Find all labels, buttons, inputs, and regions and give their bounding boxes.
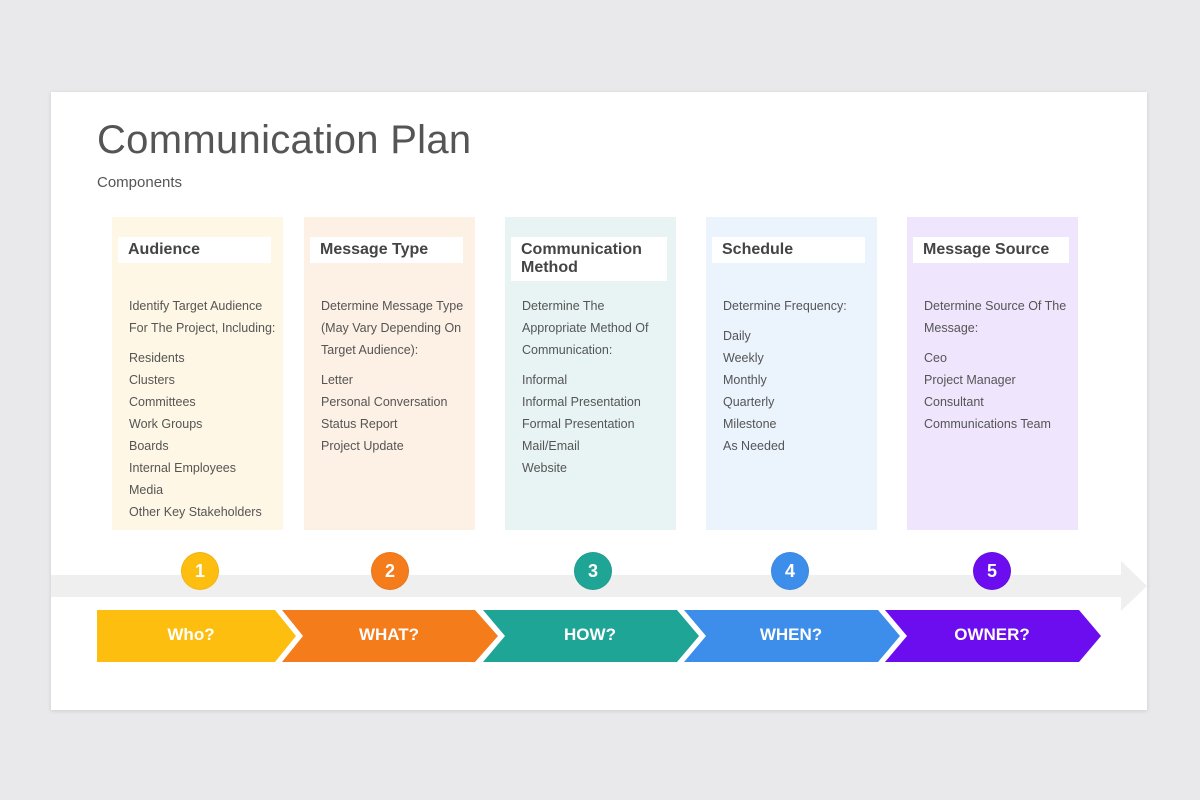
list-item: Work Groups [129, 417, 203, 431]
list-item: Communications Team [924, 417, 1051, 431]
list-item: Project Update [321, 439, 404, 453]
card-body: Determine Message Type (May Vary Dependi… [321, 295, 469, 457]
step-number-5: 5 [973, 552, 1011, 590]
list-item: Personal Conversation [321, 395, 448, 409]
card-schedule: Schedule Determine Frequency: Daily Week… [706, 217, 877, 530]
card-header: Message Source [913, 237, 1069, 263]
card-header: Communication Method [511, 237, 667, 281]
list-item: Boards [129, 439, 169, 453]
step-label-who: Who? [167, 625, 215, 644]
list-item: As Needed [723, 439, 785, 453]
list-item: Consultant [924, 395, 984, 409]
list-item: Monthly [723, 373, 767, 387]
list-item: Other Key Stakeholders [129, 505, 262, 519]
list-item: Committees [129, 395, 196, 409]
chevron-who [97, 610, 296, 662]
step-label-how: HOW? [564, 625, 616, 644]
list-item: Website [522, 461, 567, 475]
chevron-bar [97, 610, 1101, 662]
list-item: Clusters [129, 373, 175, 387]
card-body: Determine Source Of The Message: Ceo Pro… [924, 295, 1072, 435]
list-item: Milestone [723, 417, 777, 431]
card-body: Determine The Appropriate Method Of Comm… [522, 295, 656, 479]
step-label-when: WHEN? [759, 625, 823, 644]
step-number-3: 3 [574, 552, 612, 590]
chevron-how [483, 610, 699, 662]
list-item: Formal Presentation [522, 417, 635, 431]
list-item: Daily [723, 329, 751, 343]
page-title: Communication Plan [97, 118, 472, 162]
list-item: Status Report [321, 417, 398, 431]
card-audience: Audience Identify Target Audience For Th… [112, 217, 283, 530]
step-label-owner: OWNER? [954, 625, 1030, 644]
card-message-type: Message Type Determine Message Type (May… [304, 217, 475, 530]
card-header: Schedule [712, 237, 865, 263]
list-item: Informal [522, 373, 568, 387]
step-number-4: 4 [771, 552, 809, 590]
card-intro: Determine The Appropriate Method Of Comm… [522, 299, 649, 357]
list-item: Weekly [723, 351, 764, 365]
list-item: Internal Employees [129, 461, 237, 475]
card-intro: Determine Source Of The Message: [924, 299, 1067, 335]
card-header: Audience [118, 237, 271, 263]
list-item: Mail/Email [522, 439, 580, 453]
list-item: Ceo [924, 351, 947, 365]
card-body: Identify Target Audience For The Project… [129, 295, 277, 523]
list-item: Residents [129, 351, 185, 365]
chevron-when [684, 610, 900, 662]
chevron-what [282, 610, 498, 662]
list-item: Project Manager [924, 373, 1016, 387]
step-number-2: 2 [371, 552, 409, 590]
list-item: Quarterly [723, 395, 775, 409]
list-item: Informal Presentation [522, 395, 641, 409]
card-intro: Determine Frequency: [723, 299, 847, 313]
slide: Communication Plan Components Audience I… [51, 92, 1147, 710]
list-item: Media [129, 483, 164, 497]
card-header: Message Type [310, 237, 463, 263]
card-communication-method: Communication Method Determine The Appro… [505, 217, 676, 530]
list-item: Letter [321, 373, 353, 387]
card-message-source: Message Source Determine Source Of The M… [907, 217, 1078, 530]
page-subtitle: Components [97, 174, 183, 191]
step-label-what: WHAT? [358, 625, 420, 644]
card-intro: Determine Message Type (May Vary Dependi… [321, 299, 464, 357]
step-number-1: 1 [181, 552, 219, 590]
card-intro: Identify Target Audience For The Project… [129, 299, 276, 335]
chevron-owner [885, 610, 1101, 662]
card-body: Determine Frequency: Daily Weekly Monthl… [723, 295, 871, 457]
